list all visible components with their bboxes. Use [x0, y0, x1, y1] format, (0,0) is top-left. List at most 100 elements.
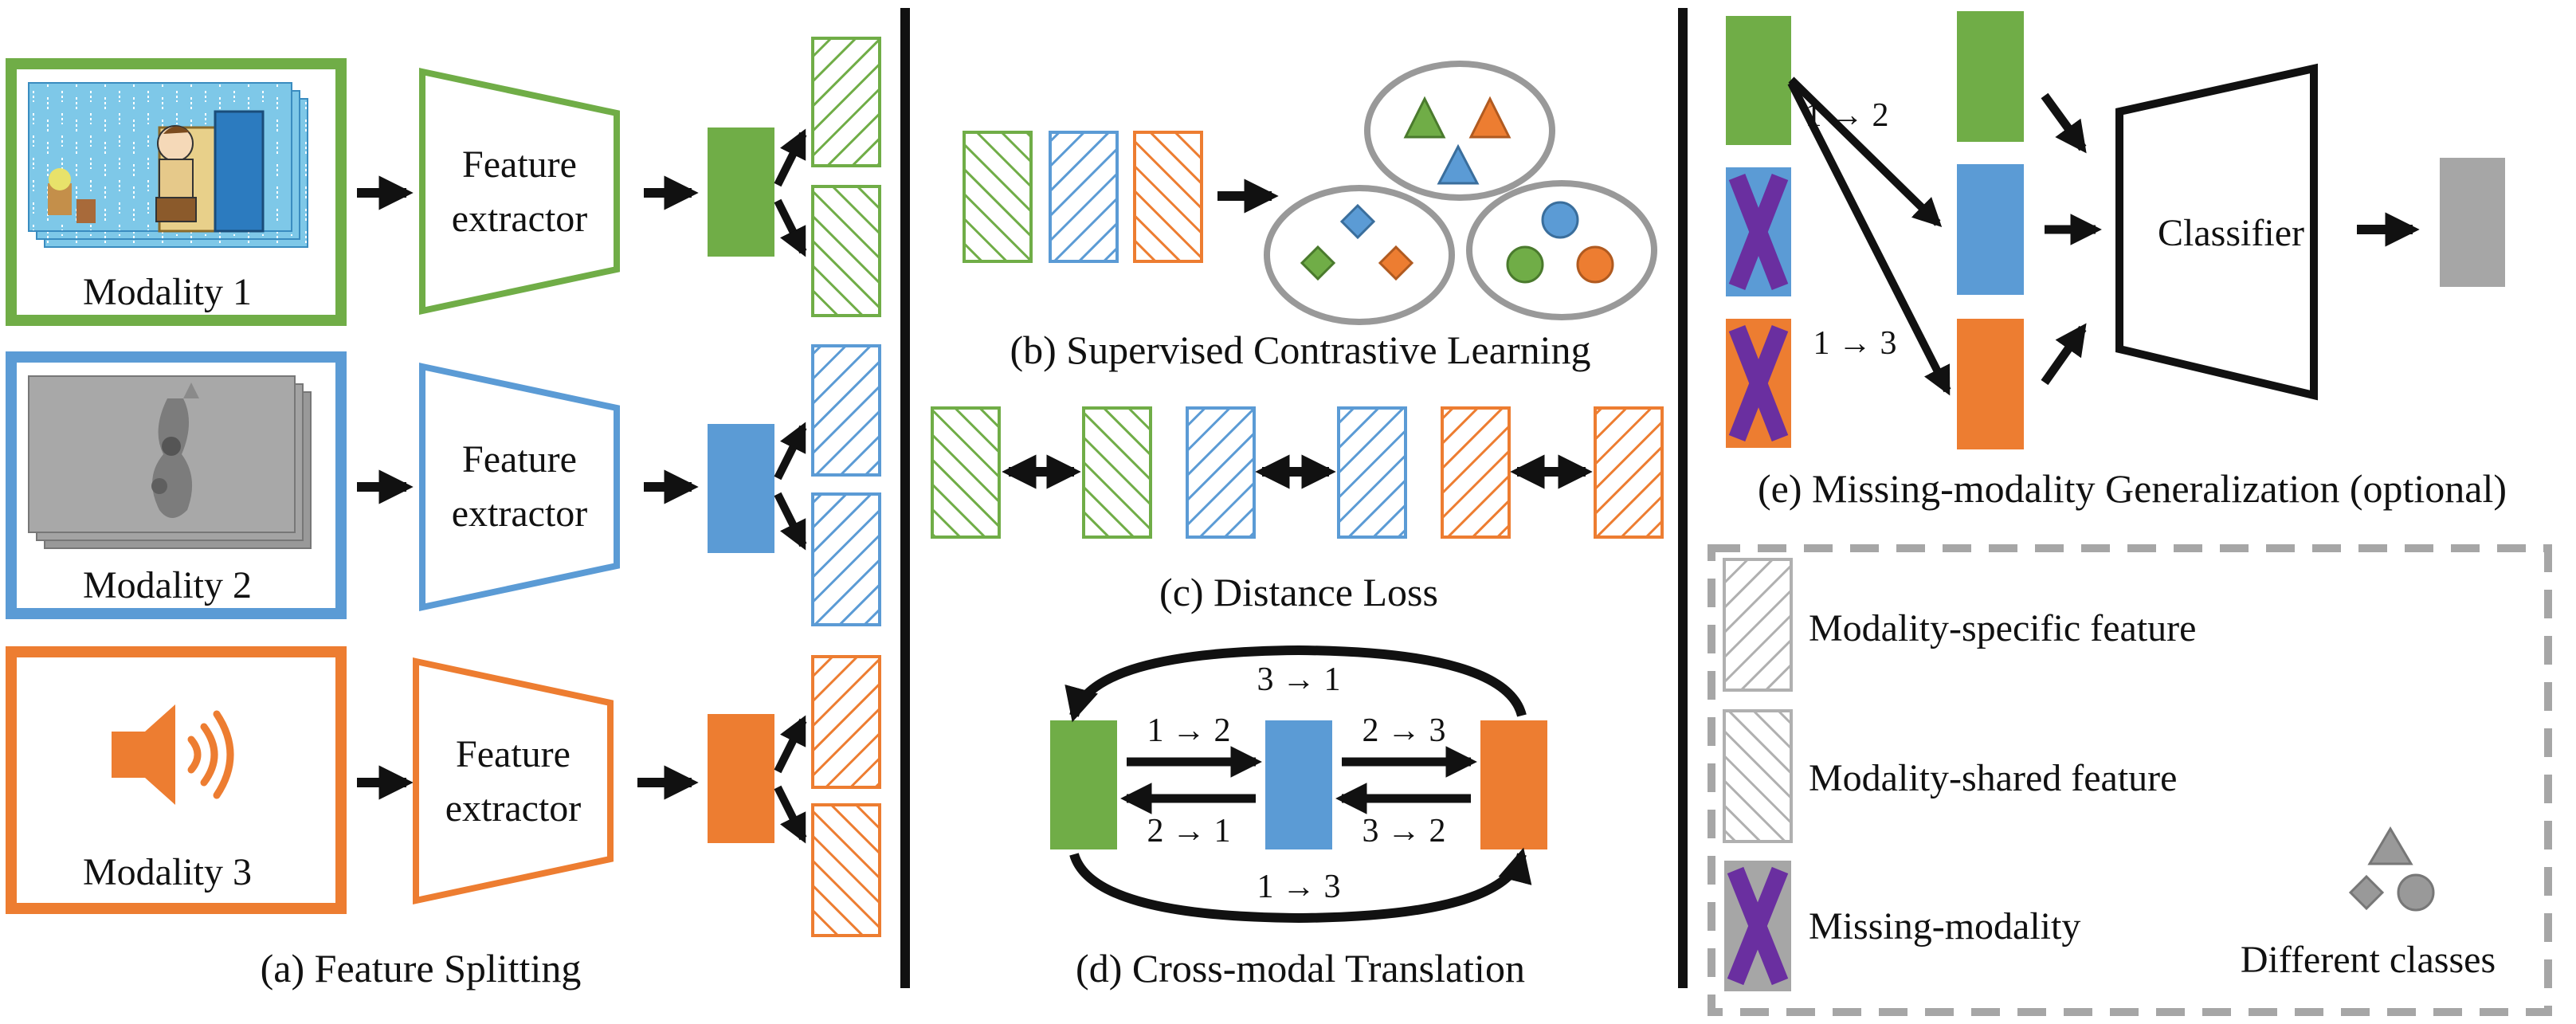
specific-feature-blue — [811, 344, 881, 477]
feature-extractor-2-label-line2: extractor — [452, 492, 588, 535]
generalization-arrow-1-to-2 — [1788, 77, 1943, 228]
legend-shared-swatch — [1723, 709, 1793, 843]
distance-feature-green-a — [931, 406, 1001, 539]
missing-feature-orange — [1726, 319, 1791, 448]
shared-feature-green — [811, 185, 881, 317]
distance-feature-orange-a — [1441, 406, 1511, 539]
legend-triangle-icon — [2367, 826, 2413, 865]
modality-3-label: Modality 3 — [83, 851, 252, 893]
split-arrow-orange-top — [774, 715, 807, 774]
diamond-orange-shape — [1378, 245, 1414, 281]
translation-feature-blue — [1265, 720, 1332, 849]
translation-arrow-3-to-1 — [1065, 645, 1527, 723]
panel-d: 3 → 1 1 → 2 2 → 3 2 → 1 3 → 2 1 → 3 (d) … — [1050, 645, 1547, 991]
circle-blue-shape — [1541, 201, 1579, 239]
translation-label-3-to-1: 3 → 1 — [1257, 661, 1341, 698]
classifier-block — [2115, 63, 2318, 401]
feature-extractor-3-label-line1: Feature — [456, 733, 570, 775]
split-arrow-blue-top — [774, 422, 807, 481]
legend-missing-swatch — [1724, 861, 1791, 991]
distance-feature-blue-b — [1337, 406, 1407, 539]
missing-cross-icon — [1728, 173, 1789, 291]
panel-a-caption: (a) Feature Splitting — [261, 946, 582, 991]
panel-b: (b) Supervised Contrastive Learning — [963, 61, 1657, 372]
missing-cross-icon — [1727, 866, 1789, 986]
translated-feature-blue — [1957, 164, 2024, 295]
panel-c: (c) Distance Loss — [931, 406, 1664, 614]
distance-feature-blue-a — [1186, 406, 1256, 539]
feature-extractor-2-label-line1: Feature — [462, 438, 577, 481]
legend: Modality-specific feature Modality-share… — [1708, 544, 2552, 1016]
feature-extractor-1-label-line2: extractor — [452, 198, 588, 240]
contrastive-feature-green — [963, 131, 1033, 263]
depth-map-image — [28, 375, 312, 549]
split-arrow-green-top — [774, 128, 807, 187]
split-arrow-green-bottom — [774, 198, 807, 257]
panel-d-caption: (d) Cross-modal Translation — [1076, 946, 1525, 991]
split-arrow-orange-bottom — [774, 785, 807, 844]
input-feature-green — [1726, 16, 1791, 145]
translation-feature-orange — [1480, 720, 1547, 849]
class-cluster-circles — [1466, 180, 1657, 320]
class-cluster-triangles — [1364, 61, 1555, 201]
generalization-label-1-to-3: 1 → 3 — [1813, 325, 1897, 362]
panel-c-caption: (c) Distance Loss — [1159, 570, 1438, 614]
contrastive-feature-blue — [1049, 131, 1119, 263]
feature-extractor-1 — [419, 68, 620, 315]
translation-label-2-to-1: 2 → 1 — [1147, 813, 1231, 849]
specific-feature-green — [811, 37, 881, 167]
modality-1-frame — [6, 58, 347, 326]
circle-green-shape — [1506, 245, 1544, 284]
translated-feature-orange — [1957, 319, 2024, 449]
legend-specific-swatch — [1723, 558, 1793, 692]
translation-label-1-to-2: 1 → 2 — [1147, 712, 1231, 749]
feature-solid-blue — [708, 424, 774, 553]
speaker-icon — [112, 704, 234, 805]
panel-b-caption: (b) Supervised Contrastive Learning — [1010, 328, 1591, 372]
panel-e-caption: (e) Missing-modality Generalization (opt… — [1758, 466, 2507, 511]
feature-extractor-2 — [419, 363, 620, 611]
diamond-green-shape — [1300, 245, 1336, 281]
generalization-arrow-1-to-3 — [1787, 80, 1951, 396]
circle-orange-shape — [1576, 245, 1614, 284]
class-cluster-diamonds — [1264, 185, 1455, 325]
legend-shared-label: Modality-shared feature — [1809, 757, 2177, 799]
modality-2-label: Modality 2 — [83, 564, 252, 606]
shared-feature-blue — [811, 492, 881, 626]
translation-arrow-1-to-3 — [1069, 847, 1532, 924]
feature-solid-orange — [708, 714, 774, 843]
prediction-output — [2440, 158, 2505, 287]
feature-extractor-3 — [413, 657, 614, 904]
contrastive-feature-orange — [1133, 131, 1203, 263]
feature-solid-green — [708, 128, 774, 257]
classifier-input-green — [1957, 11, 2024, 142]
legend-circle-icon — [2397, 873, 2435, 912]
generalization-label-1-to-2: 1 → 2 — [1806, 97, 1889, 134]
modality-3-frame — [6, 646, 347, 914]
distance-feature-green-b — [1082, 406, 1152, 539]
panel-a: Modality 1 Modality 2 Modality 3 — [6, 37, 881, 991]
missing-cross-icon — [1728, 324, 1789, 442]
legend-diamond-icon — [2348, 874, 2385, 911]
translation-label-1-to-3: 1 → 3 — [1257, 869, 1341, 905]
legend-missing-label: Missing-modality — [1809, 905, 2080, 947]
triangle-orange-shape — [1468, 96, 1511, 139]
arrow-orange-to-classifier — [2041, 323, 2087, 386]
modality-1-label: Modality 1 — [83, 271, 252, 313]
classifier-label: Classifier — [2158, 212, 2304, 254]
triangle-blue-shape — [1437, 143, 1480, 185]
translation-feature-green — [1050, 720, 1117, 849]
feature-extractor-3-label-line2: extractor — [445, 787, 582, 830]
modality-2-frame — [6, 351, 347, 619]
shared-feature-orange — [811, 803, 881, 937]
translation-label-2-to-3: 2 → 3 — [1362, 712, 1446, 749]
feature-extractor-1-label-line1: Feature — [462, 143, 577, 186]
specific-feature-orange — [811, 655, 881, 789]
translation-label-3-to-2: 3 → 2 — [1362, 813, 1446, 849]
distance-feature-orange-b — [1594, 406, 1664, 539]
diamond-blue-shape — [1339, 203, 1376, 240]
legend-box — [1708, 544, 2552, 1016]
arrow-green-to-classifier — [2041, 92, 2087, 154]
panel-e: 1 → 2 1 → 3 Classifier (e) Missing-modal… — [1726, 11, 2507, 511]
